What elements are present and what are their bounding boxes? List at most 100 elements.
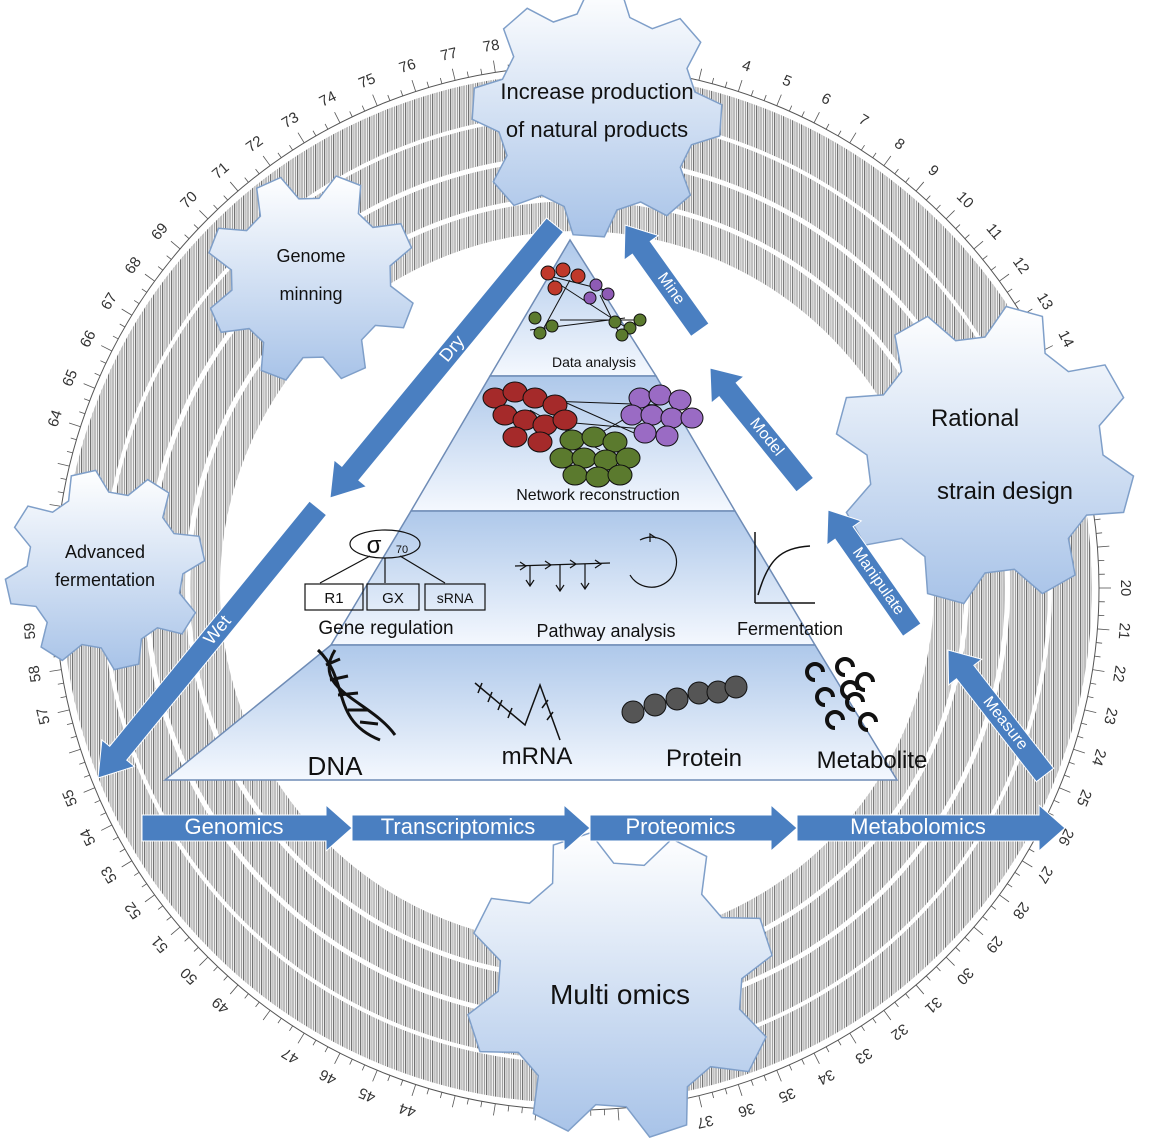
ring-tick: [157, 905, 164, 910]
ring-number: 71: [209, 159, 233, 183]
ring-tick: [999, 894, 1010, 903]
ring-number: 73: [279, 109, 302, 132]
ring-tick: [297, 1032, 305, 1044]
ring-tick: [849, 132, 857, 144]
ring-tick: [698, 68, 703, 81]
ring-tick: [737, 1084, 743, 1096]
ring-tick: [1097, 545, 1110, 548]
ring-tick: [439, 1092, 443, 1099]
tier-molecular: [162, 644, 899, 781]
ring-tick: [199, 956, 209, 966]
ring-tick: [973, 240, 984, 250]
gene-regulation-label: Gene regulation: [318, 618, 453, 639]
ring-tick: [905, 993, 910, 999]
ring-tick: [837, 1039, 842, 1046]
ring-tick: [990, 266, 997, 271]
ring-tick: [813, 112, 820, 124]
ring-number: 66: [77, 328, 100, 351]
ring-number: 52: [121, 899, 145, 922]
ring-number: 30: [953, 964, 977, 988]
ring-number: 58: [25, 664, 44, 683]
ring-tick: [255, 168, 260, 175]
gear-top-line1: Increase production: [500, 79, 693, 104]
ring-tick: [1073, 748, 1085, 754]
ring-tick: [894, 1001, 899, 1008]
ring-number: 9: [925, 162, 942, 180]
ring-tick: [750, 90, 754, 97]
box-r1: R1: [324, 590, 343, 607]
gear-ferment-line2: fermentation: [55, 570, 155, 590]
ring-tick: [262, 155, 271, 166]
pathway-diagram: [514, 532, 678, 593]
ring-tick: [57, 462, 70, 467]
gear-multi-omics: Multi omics: [467, 832, 773, 1138]
ring-tick: [60, 477, 67, 480]
ring-tick: [883, 155, 892, 166]
omics-arrow-metabolomics: Metabolomics: [796, 803, 1066, 853]
gear-rational-line1: Rational: [931, 405, 1019, 432]
ring-tick: [57, 682, 64, 685]
ring-tick: [724, 1088, 728, 1095]
ring-tick: [955, 224, 961, 229]
ring-number: 47: [279, 1044, 302, 1067]
ring-tick: [872, 152, 877, 159]
ring-tick: [860, 1025, 865, 1032]
ring-tick: [94, 799, 101, 804]
ring-tick: [521, 1107, 523, 1114]
ring-tick: [1064, 774, 1071, 778]
ring-number: 76: [397, 56, 418, 77]
ring-tick: [493, 60, 496, 73]
ring-tick: [617, 1108, 620, 1121]
fermentation-label: Fermentation: [737, 619, 843, 639]
ring-tick: [837, 130, 842, 137]
ring-tick: [213, 966, 218, 972]
ring-tick: [1047, 812, 1054, 816]
dna-helix-icon: [316, 648, 397, 742]
data-analysis-network: [528, 262, 647, 342]
ring-tick: [361, 1064, 366, 1071]
ring-tick: [387, 94, 391, 101]
ring-number: 24: [1088, 747, 1109, 768]
ring-tick: [999, 273, 1010, 282]
gear-genome-minning: Genome minning: [208, 175, 414, 381]
ring-tick: [57, 709, 70, 714]
ring-number: 51: [148, 932, 172, 956]
ring-tick: [244, 177, 249, 183]
ring-tick: [119, 323, 126, 328]
ring-tick: [466, 1098, 469, 1105]
ring-tick: [49, 669, 62, 672]
ring-tick: [312, 130, 317, 137]
ring-number: 34: [815, 1065, 838, 1088]
ring-tick: [1021, 860, 1033, 868]
gear-ferment-line1: Advanced: [65, 542, 145, 562]
ring-tick: [1059, 787, 1071, 793]
ring-number: 77: [439, 44, 459, 64]
dna-label: DNA: [308, 751, 364, 781]
ring-number: 36: [736, 1099, 757, 1120]
ring-tick: [166, 916, 172, 921]
ring-tick: [936, 204, 941, 210]
ring-tick: [737, 80, 743, 92]
gear-top: Increase production of natural products: [471, 0, 723, 238]
ring-tick: [277, 1017, 282, 1024]
mrna-label: mRNA: [502, 743, 573, 770]
ring-tick: [451, 68, 456, 81]
box-gx: GX: [382, 590, 404, 607]
ring-tick: [94, 372, 101, 377]
ring-tick: [411, 80, 417, 92]
ring-tick: [788, 105, 793, 112]
ring-tick: [372, 94, 378, 106]
ring-tick: [119, 848, 126, 853]
ring-tick: [776, 94, 782, 106]
ring-tick: [166, 255, 172, 260]
ring-number: 35: [776, 1084, 798, 1106]
ring-tick: [133, 871, 140, 876]
ring-tick: [170, 240, 181, 250]
ring-number: 68: [121, 254, 145, 277]
ring-tick: [973, 926, 984, 936]
ring-tick: [915, 181, 925, 192]
ring-tick: [982, 255, 988, 260]
ring-tick: [711, 77, 715, 84]
